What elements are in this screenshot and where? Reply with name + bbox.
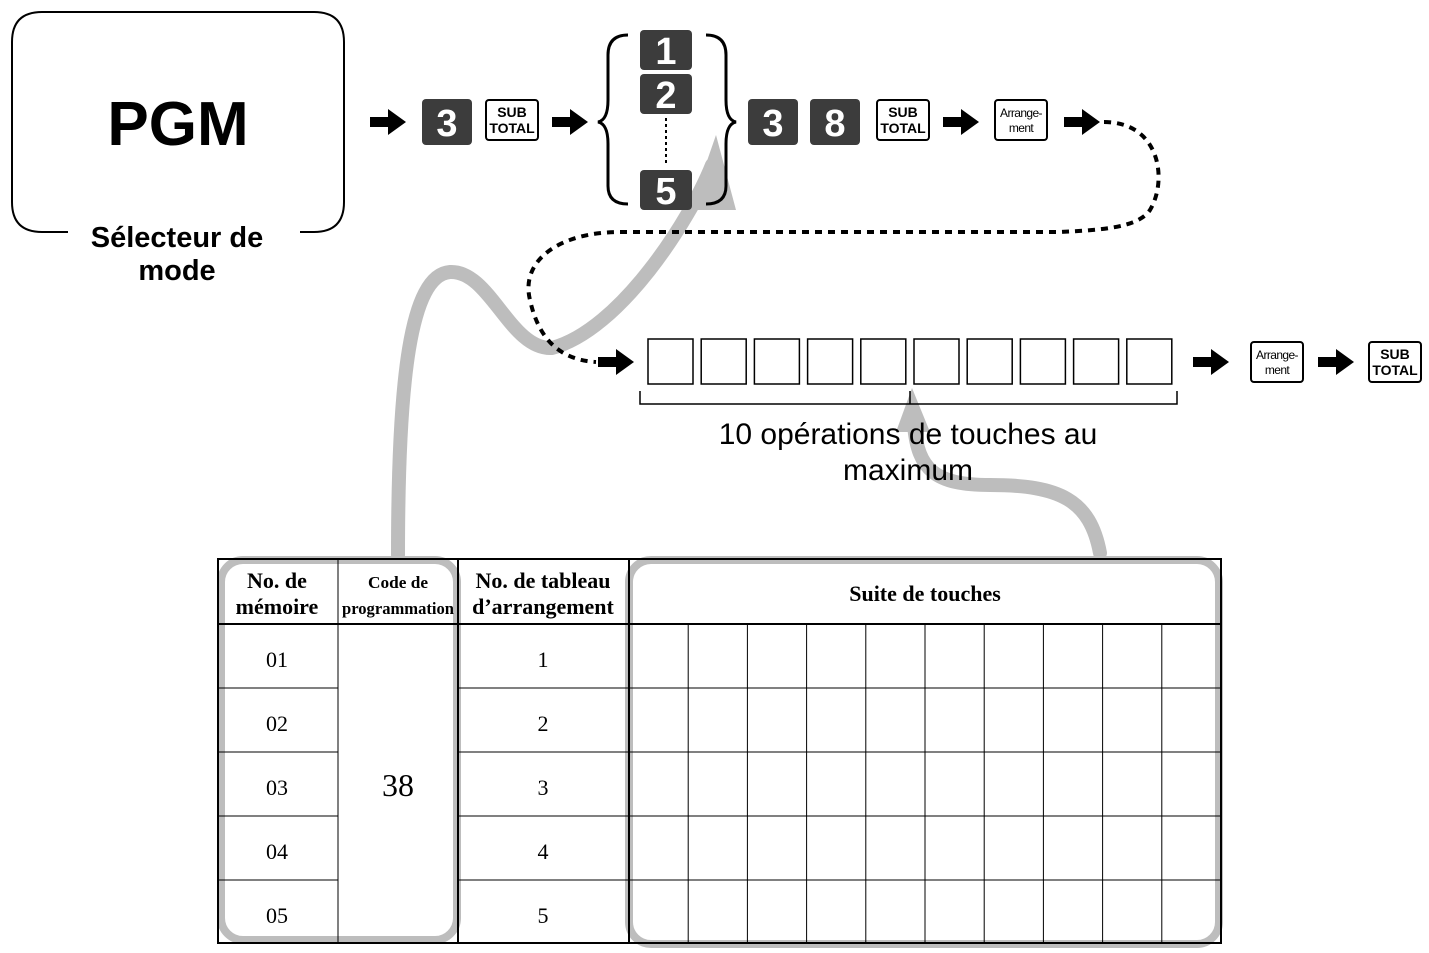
entry-box [753,338,801,385]
tableau-cell: 3 [538,775,549,800]
code-value: 38 [382,767,414,803]
table-row: 02 2 [266,711,549,736]
key-subtotal-c: SUB TOTAL [1368,341,1422,383]
entry-box [913,338,960,385]
key-subtotal: SUB TOTAL [485,99,539,141]
mode-selector-caption-line2: mode [138,255,215,287]
code-guide-curve [391,158,719,562]
svg-text:TOTAL: TOTAL [1372,362,1418,378]
tableau-cell: 4 [538,839,549,864]
svg-text:TOTAL: TOTAL [489,120,535,136]
entry-sequence: 10 opérations de touches au maximum Arra… [598,338,1422,487]
header-tableau-line1: No. de tableau [475,568,610,593]
key-arrangement-b: Arrange- ment [1250,341,1304,383]
header-memoire-line2: mémoire [236,594,319,619]
entry-box [860,338,907,385]
flow-arrow-icon [1064,109,1100,135]
memoire-cell: 01 [266,647,288,672]
tableau-cell: 1 [538,647,549,672]
header-code-line2: programmation [342,599,455,618]
mode-selector: PGM Sélecteur de mode [11,11,345,287]
mode-selector-caption-line1: Sélecteur de [91,222,263,254]
entry-box [1126,338,1173,385]
top-sequence: 3 SUB TOTAL 1 2 5 3 [370,30,1100,213]
sequence-guide-curve [907,418,1107,560]
entry-box [806,338,854,385]
tableau-cell: 2 [538,711,549,736]
right-brace [705,33,737,206]
key-3: 3 [422,99,472,145]
table-rows: 01 1 02 2 03 3 04 4 05 5 [266,647,549,928]
guide-curves [217,135,1223,948]
svg-text:ment: ment [1265,363,1291,377]
program-table: No. de mémoire Code de programmation No.… [217,558,1222,944]
tableau-cell: 5 [538,903,549,928]
key-5: 5 [640,170,692,213]
svg-text:ment: ment [1009,121,1035,135]
svg-text:2: 2 [655,75,676,117]
header-memoire-line1: No. de [247,568,307,593]
code-guide-arrowhead [690,135,736,210]
memoire-cell: 05 [266,903,288,928]
entry-box [1019,338,1067,385]
table-grid-lines [218,624,1221,943]
key-2: 2 [640,74,692,117]
svg-text:TOTAL: TOTAL [880,120,926,136]
entry-box [966,338,1013,385]
entry-bracket [639,391,1178,405]
table-row: 04 4 [266,839,549,864]
svg-text:1: 1 [655,31,676,73]
svg-text:Arrange-: Arrange- [1256,348,1298,362]
flow-arrow-icon [552,109,588,135]
mode-selector-label: PGM [107,90,248,159]
svg-text:5: 5 [655,171,676,213]
table-row: 01 1 [266,647,549,672]
svg-text:Arrange-: Arrange- [1000,106,1042,120]
svg-text:SUB: SUB [497,104,527,120]
entry-box [700,338,747,385]
key-subtotal-b: SUB TOTAL [876,99,930,141]
entry-box [647,338,694,385]
sequence-guide-arrowhead [896,388,930,432]
left-brace [597,33,629,206]
key-8: 8 [810,99,860,145]
table-row: 05 5 [266,903,549,928]
flow-arrow-icon [943,109,979,135]
svg-text:3: 3 [762,103,783,145]
flow-arrow-icon [1318,349,1354,375]
svg-text:3: 3 [436,103,457,145]
flow-arrow-icon [370,109,406,135]
entry-caption-line2: maximum [843,454,973,487]
key-3b: 3 [748,99,798,145]
svg-text:8: 8 [824,103,845,145]
header-code-line1: Code de [368,573,428,592]
header-suite: Suite de touches [849,581,1001,606]
mode-selector-frame [11,11,345,233]
entry-caption-line1: 10 opérations de touches au [719,418,1098,451]
key-arrangement: Arrange- ment [994,99,1048,141]
header-tableau-line2: d’arrangement [472,594,614,619]
flow-arrow-icon [1193,349,1229,375]
dotted-connector [526,120,1161,364]
entry-box [1072,338,1120,385]
svg-text:SUB: SUB [1380,346,1410,362]
key-1: 1 [640,30,692,73]
memoire-cell: 03 [266,775,288,800]
svg-text:SUB: SUB [888,104,918,120]
memoire-cell: 04 [266,839,288,864]
flow-arrow-icon [598,349,634,375]
memoire-cell: 02 [266,711,288,736]
table-row: 03 3 [266,775,549,800]
entry-boxes [647,338,1173,385]
table-frame [217,558,1222,944]
